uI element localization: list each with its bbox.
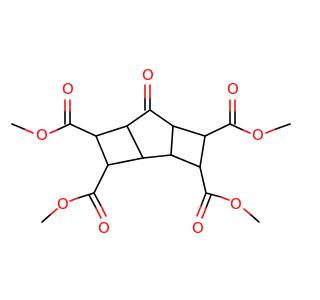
bond-e4-co-c2 xyxy=(205,194,212,209)
ester3-ether-oxygen-label: O xyxy=(57,195,69,213)
bond-ring4r-c xyxy=(170,154,201,168)
bond-ring4l-a xyxy=(95,125,128,137)
ketone-group: O xyxy=(142,66,154,111)
ester3-carbonyl-oxygen-label: O xyxy=(98,219,110,237)
bond-e1-ether-c xyxy=(56,123,71,131)
bond-e4-co-o2 xyxy=(201,207,207,219)
bond-e3-co-c xyxy=(93,192,102,207)
bond-e4-ring xyxy=(199,166,207,194)
bond-ring5-e xyxy=(126,125,144,159)
bond-e4-co-c xyxy=(200,192,207,207)
ester1-carbonyl-oxygen-label: O xyxy=(62,80,74,98)
bond-e1-ring xyxy=(69,123,97,137)
bond-ring4r-a xyxy=(172,125,206,137)
ketone-oxygen-label: O xyxy=(142,66,154,84)
bond-e2-ether-c xyxy=(229,123,244,131)
bond-e2-methyl xyxy=(275,123,291,130)
bond-ring5-c xyxy=(170,125,174,156)
bond-e2-ether-o xyxy=(242,129,251,134)
ester-group-upper-right: O O xyxy=(204,80,291,144)
bond-e3-methyl xyxy=(41,214,51,223)
ester2-carbonyl-oxygen-label: O xyxy=(227,80,239,98)
bond-ring4l-c xyxy=(107,157,144,166)
bond-ring4r-b xyxy=(199,135,206,168)
bond-e1-ether-o xyxy=(49,129,58,134)
bond-ring5-a xyxy=(126,109,151,127)
bond-ring4l-b xyxy=(95,135,109,166)
bond-e1-methyl-o xyxy=(23,128,34,134)
bond-e3-ether-c xyxy=(77,192,95,199)
structure-drawing: O O O O O O O xyxy=(11,66,291,237)
bond-e3-ether-o xyxy=(69,197,79,202)
ester2-ether-oxygen-label: O xyxy=(252,126,264,144)
bond-e4-methyl-o xyxy=(243,208,252,216)
bond-e4-methyl xyxy=(250,214,260,223)
bond-ring5-d xyxy=(142,154,172,159)
ester4-ether-oxygen-label: O xyxy=(230,195,242,213)
bond-e4-ether-c xyxy=(205,192,222,198)
bond-e4-ether-o xyxy=(220,196,230,201)
ester-group-lower-left: O O xyxy=(41,164,110,237)
bond-e1-methyl xyxy=(11,123,25,130)
ring-skeleton xyxy=(95,109,206,168)
bond-ring5-b xyxy=(149,109,174,127)
bond-e3-co-c2 xyxy=(88,194,97,209)
bond-e3-co-o2 xyxy=(95,207,102,219)
bond-e4-co-o xyxy=(196,205,202,217)
ester1-ether-oxygen-label: O xyxy=(36,126,48,144)
ester-group-lower-right: O O xyxy=(192,166,260,237)
molecule-canvas: O O O O O O O xyxy=(11,66,291,237)
bond-e3-ring xyxy=(93,164,109,194)
bond-e3-co-o xyxy=(100,205,107,217)
bond-e3-methyl-o xyxy=(49,208,58,216)
ester4-carbonyl-oxygen-label: O xyxy=(192,219,204,237)
bond-e2-methyl-o xyxy=(265,128,277,134)
ester-group-upper-left: O O xyxy=(11,80,97,144)
bond-e2-ring xyxy=(204,123,231,137)
